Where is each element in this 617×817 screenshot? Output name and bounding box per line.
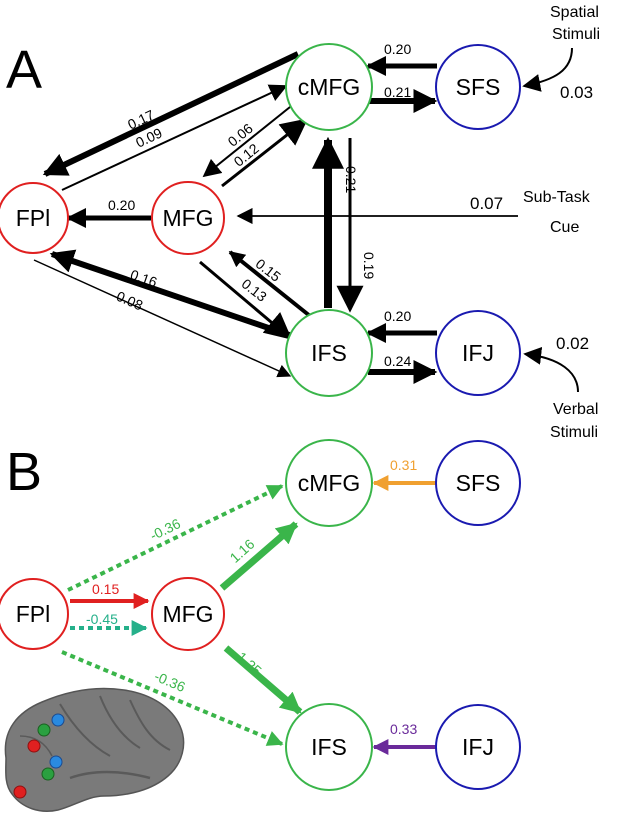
brain-dot-blue-2 xyxy=(49,755,63,769)
panel-b-edges xyxy=(61,475,437,755)
brain-dot-red-2 xyxy=(13,785,27,799)
panel-b-letter: B xyxy=(6,442,42,502)
edge-fpl-to-ifs xyxy=(33,259,292,378)
svg-text:IFS: IFS xyxy=(311,340,347,366)
subtask-cue-label-line1: Sub-Task xyxy=(523,189,591,206)
verbal-stimuli-value: 0.02 xyxy=(556,334,589,353)
node-b-fpl: FPl xyxy=(0,578,69,650)
edge-fpl-to-cmfg xyxy=(61,84,288,191)
svg-text:SFS: SFS xyxy=(456,470,501,496)
edge-b-mfg-to-ifs xyxy=(223,645,303,715)
input-spatial-arrow xyxy=(522,47,573,92)
panel-a-input-labels: Spatial Stimuli 0.03 0.07 Sub-Task Cue 0… xyxy=(470,4,600,441)
edge-cmfg-to-fpl xyxy=(42,51,300,177)
brain-dot-red-1 xyxy=(27,739,41,753)
edge-mfg-to-ifs xyxy=(199,260,293,340)
spatial-stimuli-value: 0.03 xyxy=(560,83,593,102)
panel-a-letter: A xyxy=(6,40,42,100)
svg-text:IFJ: IFJ xyxy=(462,340,494,366)
verbal-stimuli-label-line2: Stimuli xyxy=(550,424,598,441)
brain-dot-green-2 xyxy=(41,767,55,781)
edge-b-mfg-to-cmfg xyxy=(219,521,299,591)
edge-cmfg-to-mfg xyxy=(202,102,296,178)
panel-a-nodes: FPl MFG cMFG SFS IFS IFJ xyxy=(0,43,521,397)
edge-b-fpl-to-ifs xyxy=(61,650,284,746)
svg-text:FPl: FPl xyxy=(16,205,51,231)
svg-text:MFG: MFG xyxy=(162,601,213,627)
svg-text:IFJ: IFJ xyxy=(462,734,494,760)
edge-ifs-to-mfg xyxy=(228,250,312,318)
node-a-ifs: IFS xyxy=(285,309,373,397)
input-verbal-arrow xyxy=(523,346,579,393)
edge-b-fpl-to-cmfg xyxy=(67,484,284,592)
svg-text:cMFG: cMFG xyxy=(298,470,361,496)
verbal-stimuli-label-line1: Verbal xyxy=(553,401,598,418)
label-b-sfs-to-cmfg: 0.31 xyxy=(390,457,417,473)
label-sfs-to-cmfg: 0.20 xyxy=(384,41,411,57)
panel-a-edges xyxy=(33,47,579,393)
label-ifs-to-fpl: 0.16 xyxy=(128,266,159,290)
node-a-ifj: IFJ xyxy=(435,310,521,396)
node-b-mfg: MFG xyxy=(151,577,225,651)
svg-text:IFS: IFS xyxy=(311,734,347,760)
panel-b-nodes: FPl MFG cMFG SFS IFS IFJ xyxy=(0,439,521,791)
label-b-fpl-to-mfg-red: 0.15 xyxy=(92,581,119,597)
node-a-fpl: FPl xyxy=(0,182,69,254)
panel-b: B -0.36 xyxy=(0,439,521,812)
edge-mfg-to-cmfg xyxy=(221,118,309,188)
label-ifs-to-cmfg: 0.21 xyxy=(343,166,359,193)
brain-dot-green-1 xyxy=(37,723,51,737)
label-b-ifj-to-ifs: 0.33 xyxy=(390,721,417,737)
label-cmfg-to-sfs: 0.21 xyxy=(384,84,411,100)
edge-ifs-to-fpl xyxy=(49,249,293,339)
svg-text:FPl: FPl xyxy=(16,601,51,627)
node-b-ifs: IFS xyxy=(285,703,373,791)
label-fpl-to-ifs: 0.08 xyxy=(114,288,146,314)
label-b-fpl-to-mfg-green: -0.45 xyxy=(86,611,118,627)
node-b-cmfg: cMFG xyxy=(285,439,373,527)
svg-text:cMFG: cMFG xyxy=(298,74,361,100)
label-cmfg-to-ifs: 0.19 xyxy=(361,252,377,279)
node-a-mfg: MFG xyxy=(151,181,225,255)
node-a-sfs: SFS xyxy=(435,44,521,130)
spatial-stimuli-label-line1: Spatial xyxy=(550,4,599,21)
label-ifj-to-ifs: 0.20 xyxy=(384,308,411,324)
svg-text:SFS: SFS xyxy=(456,74,501,100)
subtask-cue-value: 0.07 xyxy=(470,194,503,213)
spatial-stimuli-label-line2: Stimuli xyxy=(552,26,600,43)
label-b-fpl-to-cmfg: -0.36 xyxy=(147,515,183,543)
brain-dot-blue-1 xyxy=(51,713,65,727)
subtask-cue-label-line2: Cue xyxy=(550,219,579,236)
svg-text:MFG: MFG xyxy=(162,205,213,231)
label-mfg-to-fpl: 0.20 xyxy=(108,197,135,213)
panel-a-edge-labels: 0.17 0.09 0.06 0.12 0.20 0.16 0.08 0.15 … xyxy=(108,41,411,369)
node-b-ifj: IFJ xyxy=(435,704,521,790)
node-a-cmfg: cMFG xyxy=(285,43,373,131)
panel-a: A 0.17 0.09 0.06 xyxy=(0,4,600,441)
node-b-sfs: SFS xyxy=(435,440,521,526)
brain-illustration xyxy=(4,687,185,812)
label-ifs-to-ifj: 0.24 xyxy=(384,353,411,369)
